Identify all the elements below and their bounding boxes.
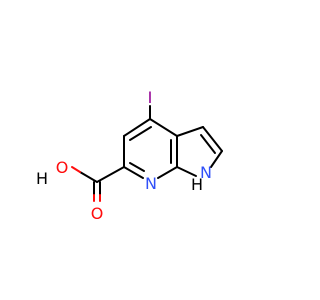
bond-c6-n7 [123,166,144,179]
pyrrole-h-label: H [191,175,203,194]
bond-c6-ccooh [96,166,125,183]
hydroxyl-h-label: H [36,169,48,188]
pyrrole-n-label: N [200,163,212,182]
iodine-label: I [148,88,153,107]
bond-c6-n7-inner [129,162,145,172]
hydroxyl-o-label: O [56,158,69,177]
bond-c4-c5-inner [129,126,152,141]
bond-c3a-c4 [149,118,178,137]
bond-oh-red [71,166,81,173]
structure-canvas: I H O O N N H [36,88,223,223]
bond-c3-c2 [202,126,223,152]
bond-n1-c7a [176,166,197,177]
bond-c3-c2-inner [200,134,216,154]
pyridine-n-label: N [145,174,157,193]
bond-c4-c5 [123,118,151,137]
structure-diagram: I H O O N N H [36,88,223,223]
bond-ccooh-oh [79,171,98,183]
carbonyl-o-label: O [91,204,104,223]
bond-c3a-c3 [176,126,204,137]
bond-c2-n1 [210,150,223,168]
bond-n7-c7a [157,166,178,179]
